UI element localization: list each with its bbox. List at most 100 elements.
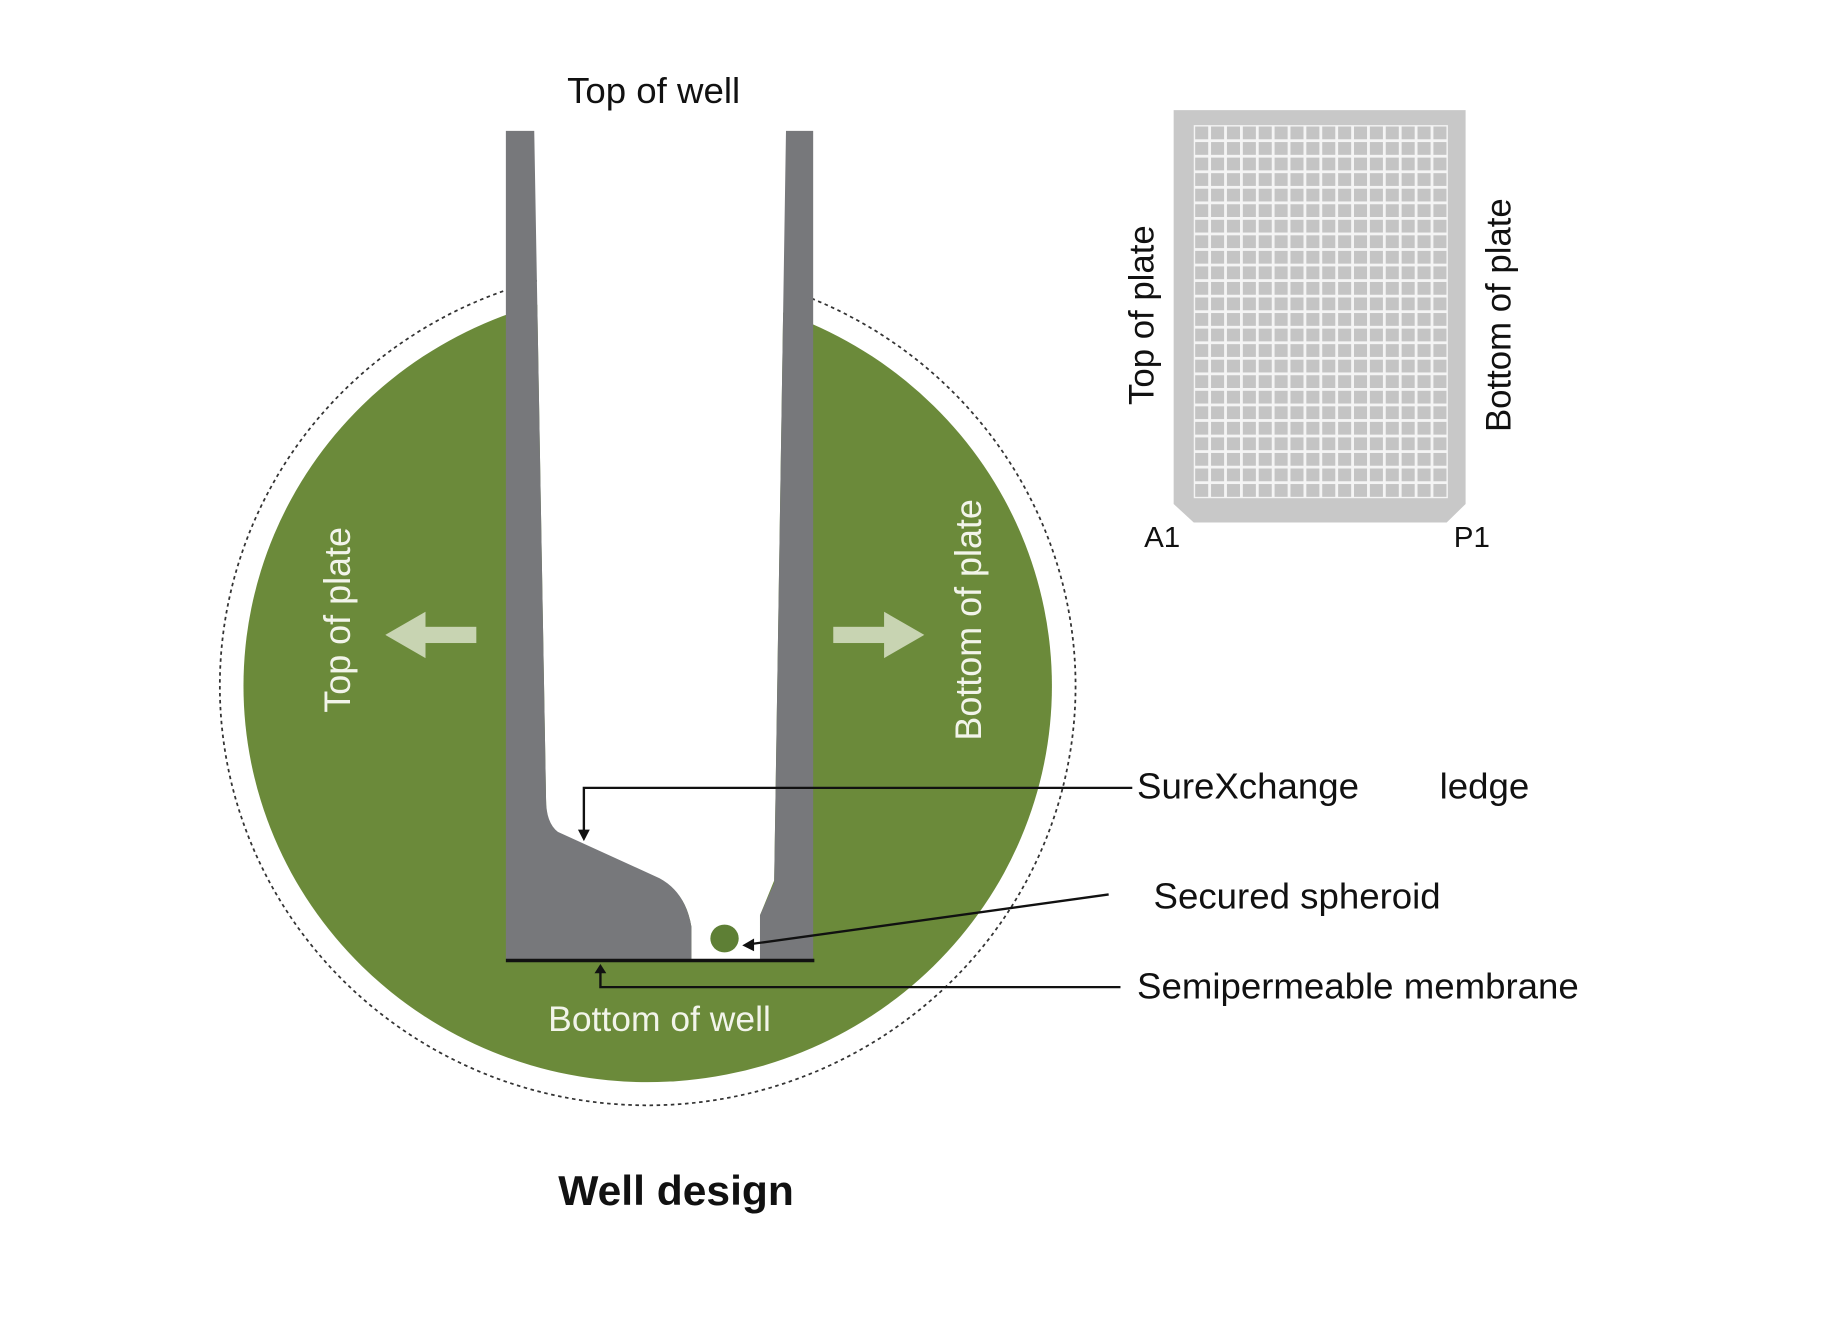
plate-well — [1401, 328, 1415, 342]
plate-well — [1353, 344, 1368, 357]
plate-well — [1401, 359, 1415, 373]
plate-well — [1211, 126, 1225, 140]
plate-well — [1226, 328, 1240, 342]
plate-well — [1385, 219, 1399, 233]
plate-well — [1306, 142, 1320, 155]
plate-well — [1433, 126, 1447, 140]
plate-well — [1385, 188, 1399, 202]
plate-well — [1385, 359, 1399, 373]
plate-well — [1433, 468, 1447, 482]
well-bottom-of-plate-label: Bottom of plate — [948, 499, 989, 740]
callout-spheroid: Secured spheroid — [1154, 876, 1441, 917]
plate-well — [1226, 359, 1240, 373]
plate-well — [1211, 359, 1225, 373]
bottom-of-well-label: Bottom of well — [548, 1000, 771, 1039]
plate-well — [1338, 452, 1352, 466]
well-left-wall — [505, 130, 692, 960]
plate-well — [1385, 406, 1399, 420]
plate-well — [1338, 142, 1352, 155]
plate-well — [1274, 126, 1288, 140]
plate-well — [1322, 359, 1336, 373]
plate-well — [1274, 219, 1288, 233]
plate-well — [1385, 142, 1399, 155]
plate-corner-a1: A1 — [1144, 522, 1180, 554]
callout-membrane: Semipermeable membrane — [1137, 966, 1579, 1007]
plate-well — [1290, 406, 1304, 420]
plate-well — [1433, 235, 1447, 249]
plate-well — [1290, 468, 1304, 482]
plate-well — [1195, 250, 1209, 264]
well-right-wall — [759, 130, 814, 960]
plate-well — [1195, 484, 1209, 497]
plate-well — [1401, 484, 1415, 497]
plate-well — [1369, 437, 1383, 451]
plate-well — [1226, 390, 1240, 404]
plate-well — [1274, 484, 1288, 497]
plate-well — [1417, 297, 1431, 311]
plate-well — [1353, 219, 1368, 233]
arrowhead-spheroid-icon — [742, 938, 755, 952]
plate-well — [1226, 188, 1240, 202]
plate-well — [1433, 188, 1447, 202]
plate-well — [1322, 406, 1336, 420]
plate-well — [1353, 250, 1368, 264]
plate-well — [1242, 157, 1256, 171]
plate-well — [1226, 126, 1240, 140]
plate-bottom-label: Bottom of plate — [1479, 198, 1518, 432]
plate-well — [1306, 421, 1320, 435]
plate-well — [1290, 328, 1304, 342]
plate-well — [1401, 344, 1415, 357]
plate-well — [1306, 188, 1320, 202]
plate-well — [1433, 406, 1447, 420]
plate-well — [1258, 219, 1272, 233]
plate-well — [1242, 250, 1256, 264]
plate-well — [1353, 297, 1368, 311]
plate-well — [1258, 126, 1272, 140]
plate-well — [1226, 235, 1240, 249]
plate-well — [1290, 126, 1304, 140]
plate-well — [1369, 375, 1383, 389]
plate-well — [1274, 452, 1288, 466]
plate-well — [1417, 188, 1431, 202]
plate-well — [1369, 344, 1383, 357]
plate-well — [1306, 313, 1320, 326]
plate-well — [1306, 468, 1320, 482]
plate-well — [1417, 344, 1431, 357]
plate-well — [1338, 157, 1352, 171]
plate-well — [1433, 266, 1447, 280]
plate-well — [1433, 313, 1447, 326]
plate-well — [1211, 344, 1225, 357]
plate-well — [1417, 406, 1431, 420]
plate-well — [1195, 468, 1209, 482]
plate-well — [1338, 173, 1352, 186]
plate-well — [1433, 142, 1447, 155]
plate-well — [1353, 359, 1368, 373]
plate-well — [1353, 328, 1368, 342]
plate-well — [1290, 188, 1304, 202]
plate-well — [1338, 437, 1352, 451]
plate-well — [1433, 173, 1447, 186]
plate-well — [1226, 281, 1240, 295]
plate-well — [1195, 235, 1209, 249]
plate-well — [1353, 266, 1368, 280]
plate-well — [1211, 250, 1225, 264]
plate-well — [1369, 328, 1383, 342]
plate-well — [1274, 344, 1288, 357]
plate-well — [1369, 250, 1383, 264]
plate-well — [1211, 390, 1225, 404]
plate-well — [1290, 375, 1304, 389]
plate-well — [1338, 281, 1352, 295]
plate-well — [1433, 204, 1447, 218]
plate-well — [1353, 157, 1368, 171]
plate-well — [1417, 235, 1431, 249]
plate-well — [1417, 421, 1431, 435]
plate-well — [1306, 359, 1320, 373]
plate-well — [1258, 421, 1272, 435]
plate-well — [1195, 452, 1209, 466]
plate-well — [1338, 235, 1352, 249]
plate-well — [1290, 359, 1304, 373]
plate-well — [1353, 421, 1368, 435]
plate-well — [1258, 390, 1272, 404]
plate-well — [1401, 452, 1415, 466]
